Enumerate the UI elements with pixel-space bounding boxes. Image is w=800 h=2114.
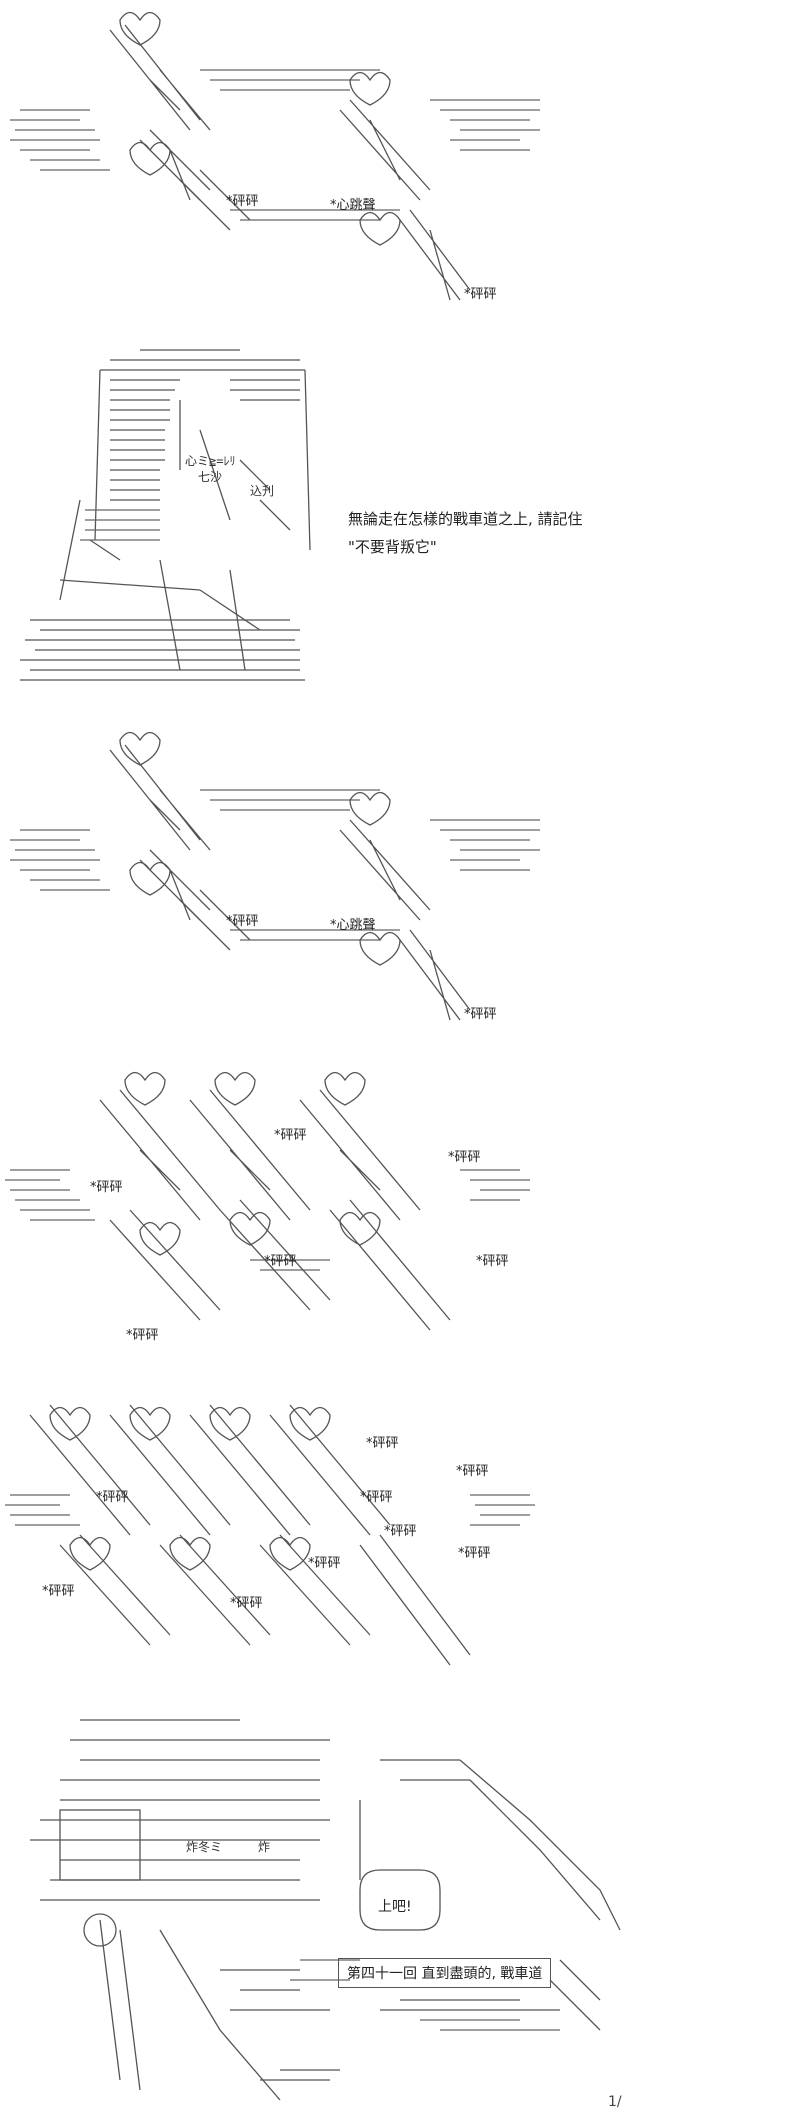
heartbeats-ascii-art: [5, 1404, 535, 1666]
sfx-bang: *砰砰: [464, 1007, 497, 1022]
panel-1-heartbeat: *砰砰 *心跳聲 *砰砰: [0, 0, 800, 330]
panel-4-heartbeats: *砰砰 *砰砰 *砰砰 *砰砰 *砰砰 *砰砰: [0, 1060, 800, 1360]
sfx-bang: *砰砰: [464, 287, 497, 302]
sfx-bang: *砰砰: [384, 1524, 417, 1539]
sfx-heartbeat: *心跳聲: [330, 198, 376, 213]
chapter-title: 第四十一回 直到盡頭的, 戰車道: [338, 1958, 552, 1988]
sfx-bang: *砰砰: [90, 1180, 123, 1195]
sfx-bang: *砰砰: [360, 1490, 393, 1505]
art-text: 炸冬ミ: [186, 1840, 223, 1854]
panel-3-heartbeat: *砰砰 *心跳聲 *砰砰: [0, 720, 800, 1050]
speech-bubble: 上吧!: [378, 1899, 412, 1915]
narration-caption: 無論走在怎樣的戰車道之上, 請記住: [348, 510, 583, 528]
sfx-bang: *砰砰: [476, 1254, 509, 1269]
sfx-bang: *砰砰: [458, 1546, 491, 1561]
tank-ascii-art: [30, 1719, 621, 2101]
art-text: 心ミ≧=ﾚﾘ: [185, 454, 236, 468]
panel-6-tank-title: 炸冬ミ 炸 上吧! 第四十一回 直到盡頭的, 戰車道 1/: [0, 1700, 800, 2114]
art-text: 炸: [258, 1840, 271, 1854]
heartbeat-ascii-art: [10, 11, 540, 301]
sfx-bang: *砰砰: [456, 1464, 489, 1479]
narration-caption: "不要背叛它": [348, 538, 437, 556]
character-ascii-art: [20, 349, 311, 681]
panel-5-heartbeats: *砰砰 *砰砰 *砰砰 *砰砰 *砰砰 *砰砰 *砰砰 *砰砰 *砰砰: [0, 1375, 800, 1685]
panel-2-character: 心ミ≧=ﾚﾘ 七沙 込刋 無論走在怎樣的戰車道之上, 請記住 "不要背叛它": [0, 340, 800, 700]
sfx-bang: *砰砰: [366, 1436, 399, 1451]
sfx-bang: *砰砰: [448, 1150, 481, 1165]
page-number: 1/: [608, 2094, 622, 2110]
sfx-bang: *砰砰: [42, 1584, 75, 1599]
sfx-bang: *砰砰: [264, 1254, 297, 1269]
sfx-bang: *砰砰: [126, 1328, 159, 1343]
sfx-heartbeat: *心跳聲: [330, 918, 376, 933]
sfx-bang: *砰砰: [274, 1128, 307, 1143]
sfx-bang: *砰砰: [308, 1556, 341, 1571]
art-text: 込刋: [250, 484, 275, 498]
sfx-bang: *砰砰: [226, 194, 259, 209]
sfx-bang: *砰砰: [230, 1596, 263, 1611]
art-text: 七沙: [198, 470, 223, 484]
sfx-bang: *砰砰: [226, 914, 259, 929]
heartbeats-ascii-art: [5, 1071, 530, 1331]
sfx-bang: *砰砰: [96, 1490, 129, 1505]
heartbeat-ascii-art: [10, 731, 540, 1021]
